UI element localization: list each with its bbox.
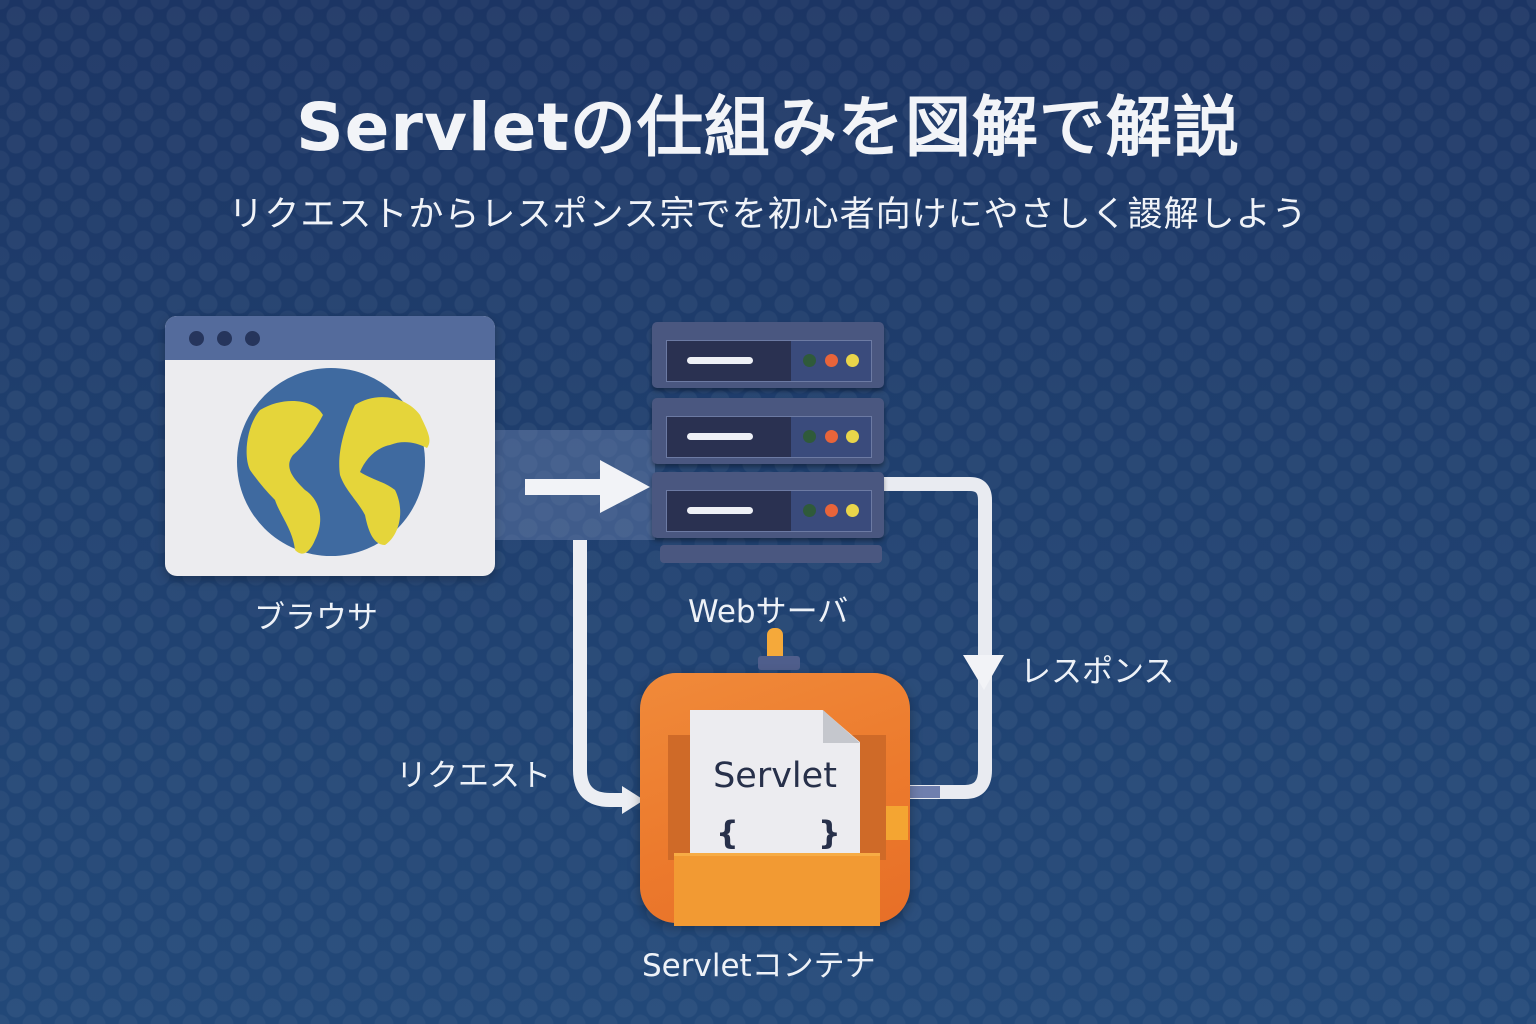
status-led-icon	[846, 504, 859, 517]
servlet-document-title: Servlet	[713, 756, 837, 796]
window-dot-icon	[245, 331, 260, 346]
response-arrow	[884, 477, 992, 799]
antenna-base	[758, 656, 800, 670]
globe-icon	[237, 368, 430, 556]
container-side-tab	[886, 806, 908, 840]
browser-to-server-arrow	[525, 460, 650, 513]
antenna-icon	[767, 628, 783, 658]
drive-slot-icon	[687, 357, 753, 364]
drive-slot-icon	[687, 433, 753, 440]
browser-window-icon	[165, 316, 495, 576]
status-led-icon	[825, 430, 838, 443]
status-led-icon	[825, 354, 838, 367]
response-label: レスポンス	[1020, 654, 1175, 690]
server-unit	[652, 398, 884, 464]
servlet-container-label: Servletコンテナ	[642, 948, 876, 984]
browser-titlebar	[165, 316, 495, 360]
server-base	[660, 545, 882, 563]
status-led-icon	[803, 504, 816, 517]
window-dot-icon	[189, 331, 204, 346]
page-subtitle: リクエストからレスポンス宗でを初心者向けにやさしく謖解しよう	[228, 195, 1308, 235]
request-arrowhead	[622, 786, 644, 814]
status-led-icon	[846, 354, 859, 367]
request-arrow	[573, 540, 625, 807]
drive-slot-icon	[687, 507, 753, 514]
container-port	[906, 786, 940, 798]
window-dot-icon	[217, 331, 232, 346]
brace-close: }	[818, 814, 841, 852]
response-arrowhead	[963, 655, 1004, 690]
web-server-label: Webサーバ	[688, 594, 849, 630]
brace-open: {	[716, 814, 739, 852]
status-led-icon	[846, 430, 859, 443]
server-unit	[652, 322, 884, 388]
browser-label: ブラウサ	[254, 600, 378, 636]
request-label: リクエスト	[396, 758, 551, 794]
status-led-icon	[825, 504, 838, 517]
server-unit	[652, 472, 884, 538]
page-title: Servletの仕組みを図解で解説	[296, 89, 1240, 166]
tray-front	[674, 853, 880, 926]
status-led-icon	[803, 354, 816, 367]
status-led-icon	[803, 430, 816, 443]
